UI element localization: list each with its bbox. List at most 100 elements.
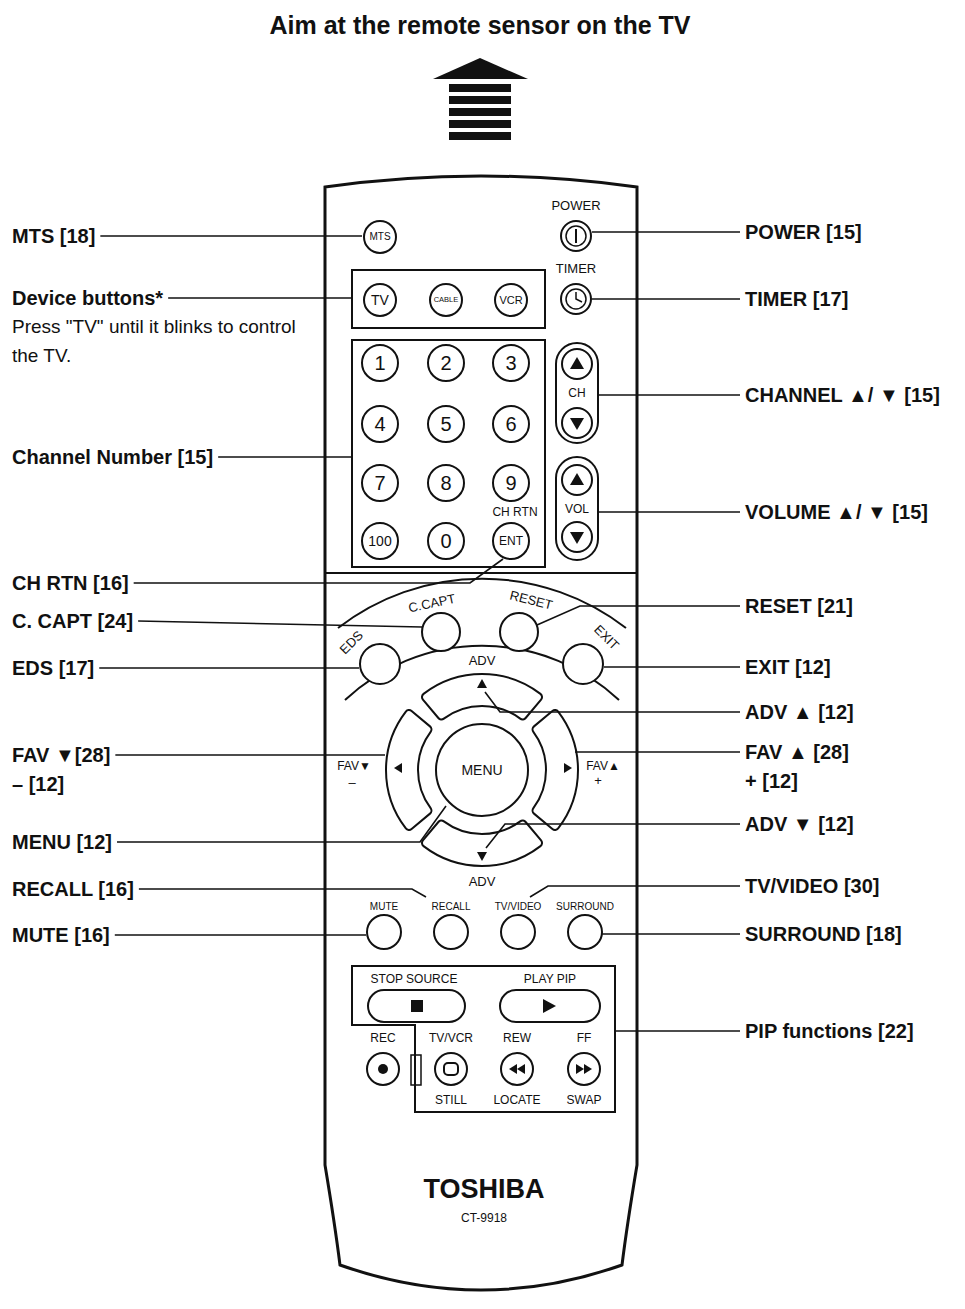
reset-button [500,613,538,651]
leader-line [486,824,740,848]
callout-label: EDS [17] [12,657,94,680]
ff-button [568,1053,600,1085]
button-text: MTS [369,232,390,242]
button: CABLE [429,283,463,317]
callout-label: TIMER [17] [745,288,848,311]
title: Aim at the remote sensor on the TV [270,11,691,40]
button: 1 [361,344,399,382]
button-label: STILL [435,1094,467,1108]
button-label: RECALL [432,901,471,913]
surround-button [568,915,602,949]
button-text: 100 [368,534,391,548]
direction-key [386,710,431,830]
leader-line [100,235,362,237]
callout-label: RECALL [16] [12,878,134,901]
button-text: VCR [499,295,522,306]
button-text: 6 [505,414,516,434]
leader-line [598,511,740,513]
button: 3 [492,344,530,382]
leader-line [138,621,422,627]
callout-label: Press "TV" until it blinks to control th… [12,313,312,370]
button-label: VOL [565,503,589,517]
callout-label: VOLUME ▲/ ▼ [15] [745,501,928,524]
button: 6 [492,405,530,443]
callout-label: ADV ▲ [12] [745,701,854,724]
model-number: CT-9918 [461,1212,507,1226]
callout-label: EXIT [12] [745,656,831,679]
button-text: 1 [374,353,385,373]
button-label: LOCATE [493,1094,540,1108]
leader-line [115,754,385,756]
button-text: ENT [499,535,523,547]
callout-label: SURROUND [18] [745,923,902,946]
callout-label: FAV ▼[28] [12,744,110,767]
button-label: CH [568,387,585,401]
stop-button [368,990,465,1022]
button: 5 [427,405,465,443]
button-label: SURROUND [556,901,614,913]
button-text: 0 [440,531,451,551]
button-label: ADV [469,875,496,890]
button-label: MUTE [370,901,398,913]
brand-name: TOSHIBA [423,1174,544,1205]
play-button [500,990,600,1022]
button-label: CH RTN [492,506,537,520]
button-label: C.CAPT [407,592,457,617]
leader-line [530,886,740,897]
pip-frame [352,966,615,1112]
leader-line [592,298,740,300]
leader-line [616,1030,740,1032]
button-label: REC [370,1032,395,1046]
callout-label: TV/VIDEO [30] [745,875,879,898]
direction-key [422,821,542,866]
rew-button [501,1053,533,1085]
button: TV [363,283,397,317]
tv-video-button [501,915,535,949]
button: 9 [492,464,530,502]
callout-label: CH RTN [16] [12,572,129,595]
leader-line [604,666,740,668]
callout-label: MENU [12] [12,831,112,854]
remote-body: TOSHIBACT-9918MTSTVCABLEVCR1234567891000… [322,165,640,1305]
button: MTS [363,220,397,254]
button-label: POWER [551,199,600,214]
button-label: TIMER [556,262,596,277]
direction-ring [386,674,578,866]
leader-line [598,394,740,396]
leader-line [592,231,740,233]
button-label: FF [577,1032,592,1046]
button-text: MENU [461,763,502,777]
exit-button [563,644,603,684]
menu-button: MENU [435,723,529,817]
leader-line [218,456,352,458]
button-label: + [594,774,602,789]
mute-button [367,915,401,949]
button-label: RESET [508,589,554,614]
volume-rocker [556,457,598,560]
ccapt-button [422,613,460,651]
keypad-frame [352,340,545,567]
leader-line [134,559,503,583]
button-label: SWAP [567,1094,602,1108]
aim-arrow [433,58,528,140]
callout-label: CHANNEL ▲/ ▼ [15] [745,384,940,407]
callout-label: PIP functions [22] [745,1020,914,1043]
callout-label: POWER [15] [745,221,862,244]
button: 2 [427,344,465,382]
button-label: PLAY PIP [524,973,576,987]
power-button [561,221,591,251]
button: 100 [361,522,399,560]
button-label: TV/VCR [429,1032,473,1046]
button: 8 [427,464,465,502]
callout-label: MUTE [16] [12,924,110,947]
leader-line [602,933,740,935]
callout-label: FAV ▲ [28] [745,741,849,764]
tv-vcr-button [435,1053,467,1085]
button-text: 7 [374,473,385,493]
callout-label: ADV ▼ [12] [745,813,854,836]
leader-line [139,889,426,897]
button-text: 8 [440,473,451,493]
button-text: 4 [374,414,385,434]
function-arc [338,579,626,700]
button-label: STOP SOURCE [371,973,458,987]
